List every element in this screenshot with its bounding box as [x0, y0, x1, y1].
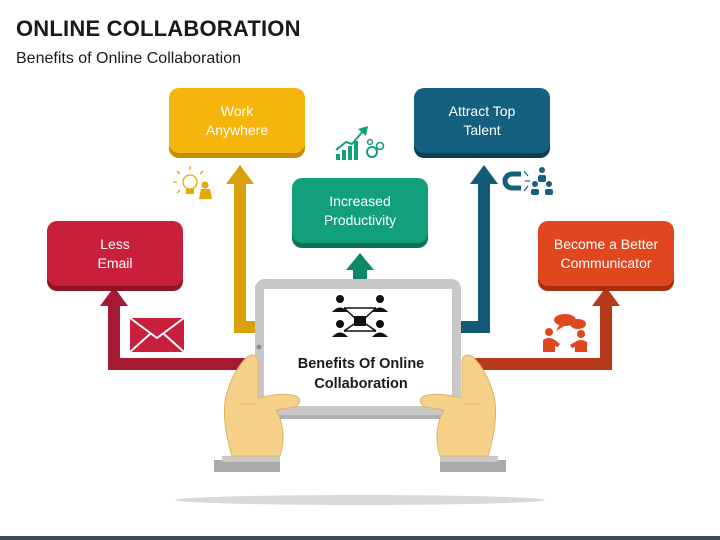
- connector-better-communicator: [470, 287, 620, 370]
- benefit-label-line: Work: [220, 102, 254, 119]
- left-hand: [214, 354, 301, 472]
- benefit-box-less-email: Less Email: [47, 221, 183, 286]
- page-subtitle: Benefits of Online Collaboration: [16, 50, 242, 67]
- tablet-caption-line: Benefits Of Online: [297, 356, 425, 372]
- benefit-label-line: Attract Top: [448, 102, 516, 119]
- magnet-people-icon: [502, 167, 553, 195]
- conversation-icon: [543, 314, 587, 352]
- benefit-label-line: Increased: [329, 192, 391, 209]
- benefit-label-line: Talent: [463, 121, 501, 138]
- team-network-icon: [332, 295, 388, 337]
- tablet-caption: Benefits Of Online Collaboration: [270, 354, 452, 394]
- lightbulb-person-icon: [173, 166, 212, 199]
- growth-chart-icon: [335, 126, 385, 160]
- envelope-icon: [129, 317, 185, 353]
- tablet-caption-line: Collaboration: [314, 376, 408, 392]
- benefit-box-increased-productivity: Increased Productivity: [292, 178, 428, 243]
- right-hand: [419, 354, 506, 472]
- benefit-label-line: Become a Better: [553, 235, 659, 252]
- benefit-label-line: Productivity: [323, 211, 397, 228]
- benefit-label-line: Email: [97, 254, 133, 271]
- benefit-label-line: Less: [100, 235, 130, 252]
- connector-work-anywhere: [226, 165, 262, 333]
- benefit-box-attract-top-talent: Attract Top Talent: [414, 88, 550, 153]
- benefit-box-work-anywhere: Work Anywhere: [169, 88, 305, 153]
- connector-attract-talent: [460, 165, 498, 333]
- connector-less-email: [100, 287, 250, 370]
- benefit-label-line: Communicator: [560, 254, 652, 271]
- benefit-box-better-communicator: Become a Better Communicator: [538, 221, 674, 286]
- benefit-label-line: Anywhere: [205, 121, 269, 138]
- footer-bar: [0, 536, 720, 540]
- page-title: ONLINE COLLABORATION: [16, 16, 301, 41]
- connector-productivity: [346, 253, 374, 280]
- ground-shadow: [175, 495, 545, 505]
